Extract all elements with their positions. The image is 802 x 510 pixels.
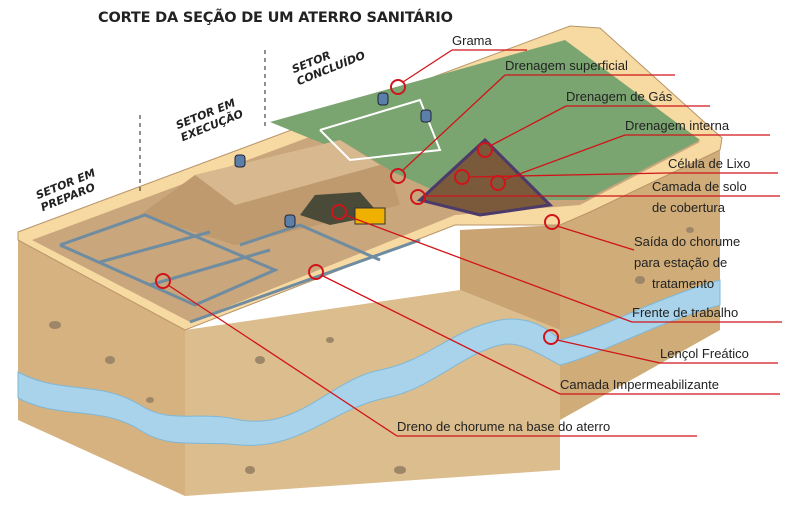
label-frente-trabalho: Frente de trabalho — [632, 305, 739, 320]
label-celula-lixo: Célula de Lixo — [668, 156, 751, 171]
label-lencol-freatico: Lençol Freático — [660, 346, 749, 361]
label-saida-chorume: Saída do chorume para estação de tratame… — [634, 231, 740, 294]
label-line: Camada de solo — [652, 179, 747, 194]
surface-drainage — [319, 98, 442, 162]
label-grama: Grama — [452, 33, 492, 48]
mound-top — [195, 140, 380, 205]
label-drenagem-interna: Drenagem interna — [625, 118, 730, 133]
label-dreno-chorume: Dreno de chorume na base do aterro — [397, 419, 611, 434]
label-line: para estação de — [634, 255, 728, 270]
gas-vent-icons — [234, 92, 432, 228]
label-camada-impermeabilizante: Camada Impermeabilizante — [560, 377, 719, 392]
leader-lines — [167, 49, 782, 437]
label-camada-solo: Camada de solo de cobertura — [652, 176, 747, 218]
label-line: tratamento — [652, 276, 715, 291]
drain-pipes — [59, 213, 421, 324]
label-drenagem-gas: Drenagem de Gás — [566, 89, 673, 104]
diagram-title: CORTE DA SEÇÃO DE UM ATERRO SANITÁRIO — [98, 10, 453, 26]
earth-right-inner — [460, 225, 560, 330]
rocks — [49, 227, 694, 474]
label-drenagem-superficial: Drenagem superficial — [505, 58, 628, 73]
grass-area — [270, 40, 700, 200]
water-table — [17, 279, 721, 446]
label-line: de cobertura — [652, 200, 725, 215]
marker-circles — [155, 79, 560, 345]
bulldozer — [354, 207, 386, 225]
label-line: Saída do chorume — [634, 234, 741, 249]
